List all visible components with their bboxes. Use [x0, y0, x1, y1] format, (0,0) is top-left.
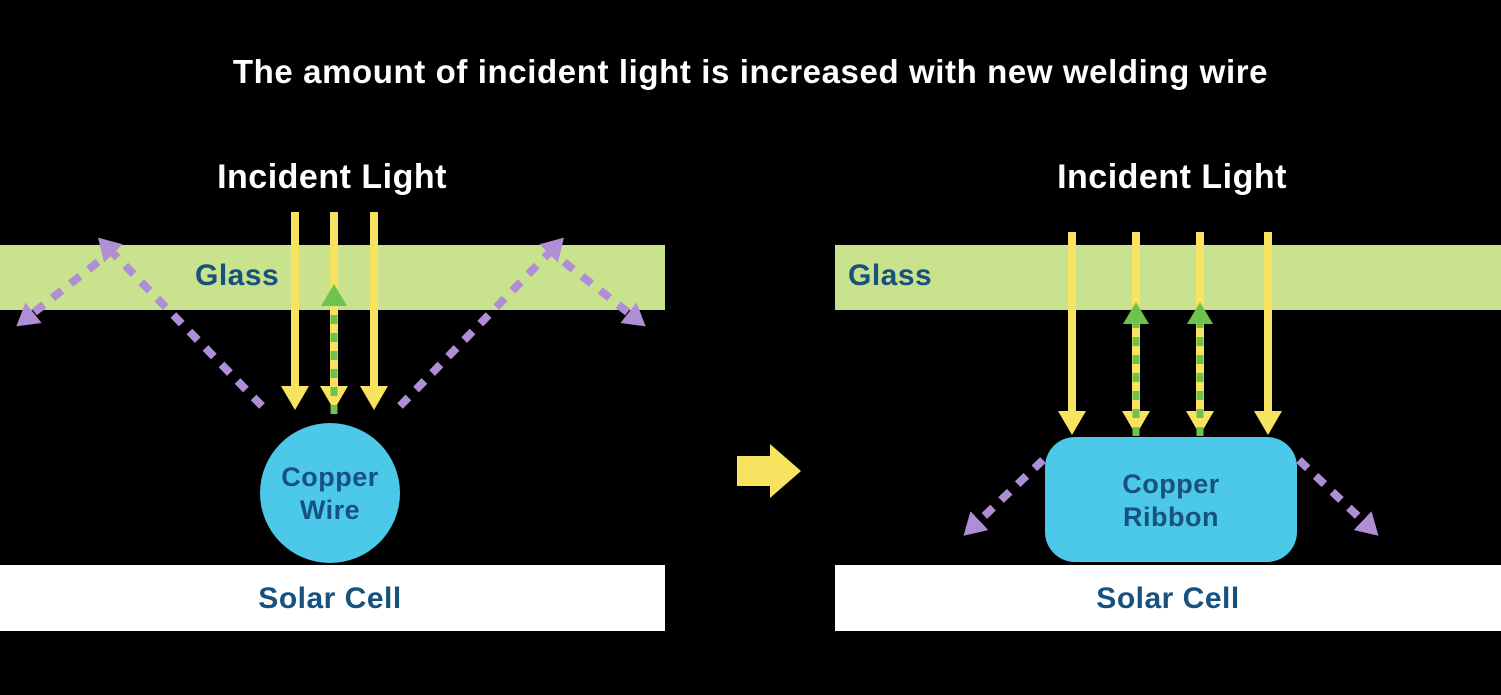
copper-ribbon-label-line1: Copper [1122, 469, 1220, 499]
copper-ribbon-label: Copper Ribbon [1122, 468, 1220, 534]
copper-ribbon-shape [1045, 437, 1297, 562]
copper-wire-label: Copper Wire [281, 461, 379, 527]
right-incident-light-label: Incident Light [1057, 158, 1287, 196]
diagram-title: The amount of incident light is increase… [232, 53, 1269, 90]
right-solar-cell-label: Solar Cell [1096, 582, 1240, 615]
copper-wire-label-line2: Wire [299, 495, 361, 525]
transition-arrow-icon [737, 444, 801, 498]
left-reflected-ray-exit-right [561, 258, 646, 327]
right-glass-label: Glass [848, 259, 933, 292]
right-scattered-ray-left [963, 457, 1046, 536]
left-reflected-ray-exit-left [16, 258, 101, 327]
left-glass-label: Glass [195, 259, 280, 292]
left-incident-light-label: Incident Light [217, 158, 447, 196]
copper-wire-label-line1: Copper [281, 462, 379, 492]
right-scattered-ray-right [1296, 457, 1379, 536]
left-solar-cell [0, 565, 665, 631]
right-solar-cell [835, 565, 1501, 631]
copper-ribbon-label-line2: Ribbon [1123, 502, 1219, 532]
left-solar-cell-label: Solar Cell [258, 582, 402, 615]
right-glass-layer [835, 245, 1501, 310]
copper-wire-shape [260, 423, 400, 563]
